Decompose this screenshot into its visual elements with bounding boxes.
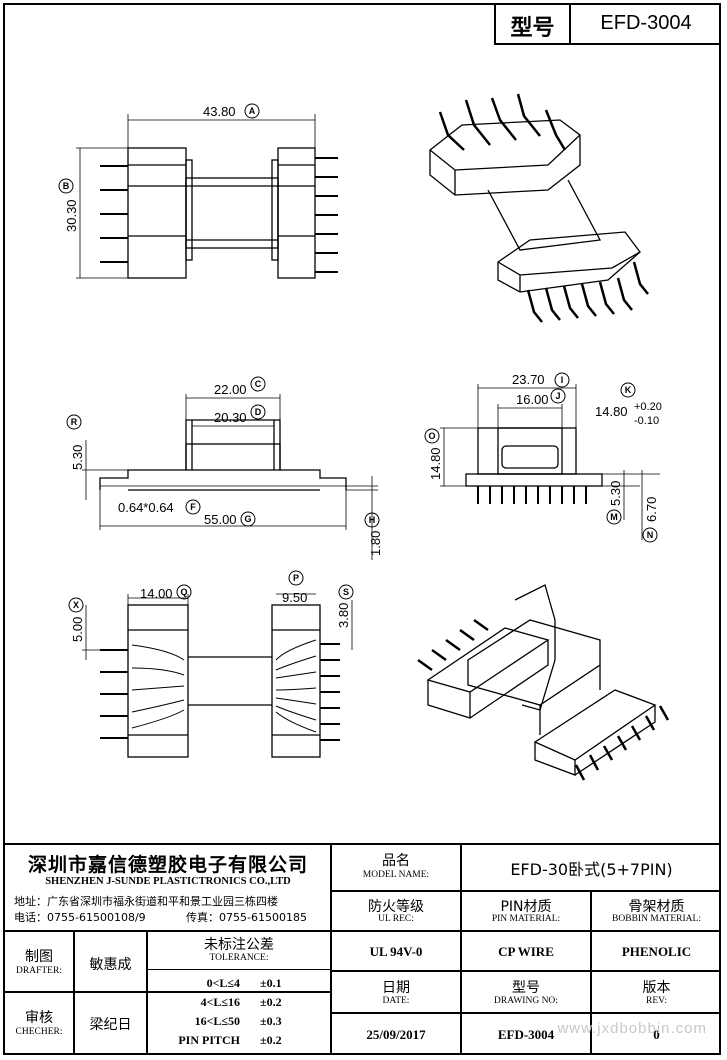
marker-x: X: [73, 600, 79, 610]
model-name-value: EFD-30卧式(5+7PIN): [510, 860, 673, 879]
iso-view-bottom: [417, 584, 670, 781]
dim-d-text: 20.30: [214, 410, 247, 425]
marker-d: D: [255, 407, 262, 417]
pin-value: CP WIRE: [498, 944, 554, 959]
dim-n-text: 6.70: [644, 497, 659, 522]
tol-row-1-range: 0<L≤4: [206, 976, 240, 990]
tol-row-4-value: ±0.2: [260, 1033, 282, 1047]
drafter-name: 敏惠成: [89, 957, 132, 973]
top-view: [76, 114, 338, 279]
marker-q: Q: [180, 587, 187, 597]
drafter-label-cn: 制图: [25, 949, 53, 965]
dim-r-text: 5.30: [70, 445, 85, 470]
header-model-value: EFD-3004: [600, 12, 692, 34]
watermark: www.jxdbobbin.com: [557, 1020, 707, 1037]
ul-label-en: UL REC:: [378, 914, 414, 924]
dim-k-tol-plus: +0.20: [634, 401, 662, 413]
dim-p-text: 9.50: [282, 590, 307, 605]
rev-value: 0: [653, 1027, 660, 1042]
model-name-cn: 品名: [382, 853, 410, 869]
dim-b-text: 30.30: [64, 199, 79, 232]
dim-m-text: 5.30: [608, 481, 623, 506]
marker-s: S: [343, 587, 349, 597]
dim-k-text: 14.80: [595, 404, 628, 419]
tol-row-1-value: ±0.1: [260, 976, 282, 990]
company-fax: 传真：0755-61500185: [186, 911, 307, 924]
front-view: [82, 394, 378, 560]
marker-m: M: [610, 512, 618, 522]
drawing-sheet: [3, 3, 721, 1055]
marker-g: G: [244, 514, 251, 524]
rev-label-en: REV:: [646, 996, 667, 1006]
drawing-label-cn: 型号: [512, 980, 540, 996]
header-model-label: 型号: [510, 16, 555, 41]
ul-value: UL 94V-0: [369, 944, 423, 959]
date-value: 25/09/2017: [366, 1027, 426, 1042]
checker-name: 梁纪日: [89, 1017, 132, 1033]
tolerance-label-en: TOLERANCE:: [209, 953, 269, 963]
marker-j: J: [555, 391, 560, 401]
rev-label-cn: 版本: [642, 980, 671, 996]
marker-o: O: [428, 431, 435, 441]
dim-o-text: 14.80: [428, 447, 443, 480]
marker-c: C: [255, 379, 262, 389]
dim-q-text: 14.00: [140, 586, 173, 601]
drawing-value: EFD-3004: [497, 1027, 555, 1042]
dim-x-text: 5.00: [70, 617, 85, 642]
marker-r: R: [71, 417, 78, 427]
tol-row-2-value: ±0.2: [260, 995, 282, 1009]
pin-label-en: PIN MATERIAL:: [491, 914, 561, 924]
bottom-view: [82, 593, 353, 758]
dim-a-text: 43.80: [203, 104, 236, 119]
tol-row-3-value: ±0.3: [260, 1014, 282, 1028]
dim-f-text: 0.64*0.64: [118, 500, 174, 515]
dim-g-text: 55.00: [204, 512, 237, 527]
marker-a: A: [249, 106, 256, 116]
bobbin-value: PHENOLIC: [621, 944, 692, 959]
pin-label-cn: PIN材质: [500, 899, 552, 915]
marker-f: F: [190, 502, 196, 512]
dim-c-text: 22.00: [214, 382, 247, 397]
bobbin-label-en: BOBBIN MATERIAL:: [612, 914, 701, 924]
date-label-en: DATE:: [382, 996, 410, 1006]
marker-i: I: [561, 375, 564, 385]
company-phone: 电话：0755-61500108/9: [14, 911, 146, 924]
header-model-box: [494, 3, 721, 45]
dim-i-text: 23.70: [512, 372, 545, 387]
drafter-label-en: DRAFTER:: [16, 966, 62, 976]
marker-k: K: [625, 385, 632, 395]
marker-n: N: [647, 530, 654, 540]
checker-label-cn: 审核: [25, 1010, 53, 1026]
tol-row-4-range: PIN PITCH: [178, 1033, 240, 1047]
tol-row-2-range: 4<L≤16: [200, 995, 240, 1009]
marker-p: P: [293, 573, 299, 583]
ul-label-cn: 防火等级: [368, 899, 424, 915]
checker-label-en: CHECHER:: [15, 1027, 63, 1037]
date-label-cn: 日期: [382, 980, 410, 996]
dim-j-text: 16.00: [516, 392, 549, 407]
bobbin-label-cn: 骨架材质: [628, 899, 685, 915]
iso-view-top: [429, 93, 649, 323]
company-name-cn: 深圳市嘉信德塑胶电子有限公司: [27, 854, 308, 876]
tolerance-label-cn: 未标注公差: [204, 937, 274, 953]
drawing-label-en: DRAWING NO:: [494, 996, 558, 1006]
dim-k-tol-minus: -0.10: [634, 415, 659, 427]
technical-drawings: 43.80 30.30 22.00 20.30 5.30 0.64*0.64 5…: [58, 93, 670, 781]
company-name-en: SHENZHEN J-SUNDE PLASTICTRONICS CO.,LTD: [45, 876, 291, 887]
model-name-en: MODEL NAME:: [362, 870, 430, 880]
dim-s-text: 3.80: [336, 603, 351, 628]
dim-h-text: 1.80: [368, 531, 383, 556]
side-view: [440, 384, 660, 540]
marker-h: H: [369, 515, 376, 525]
company-address: 地址：广东省深圳市福永街道和平和景工业园三栋四楼: [14, 895, 278, 908]
tol-row-3-range: 16<L≤50: [194, 1014, 240, 1028]
marker-b: B: [63, 181, 70, 191]
